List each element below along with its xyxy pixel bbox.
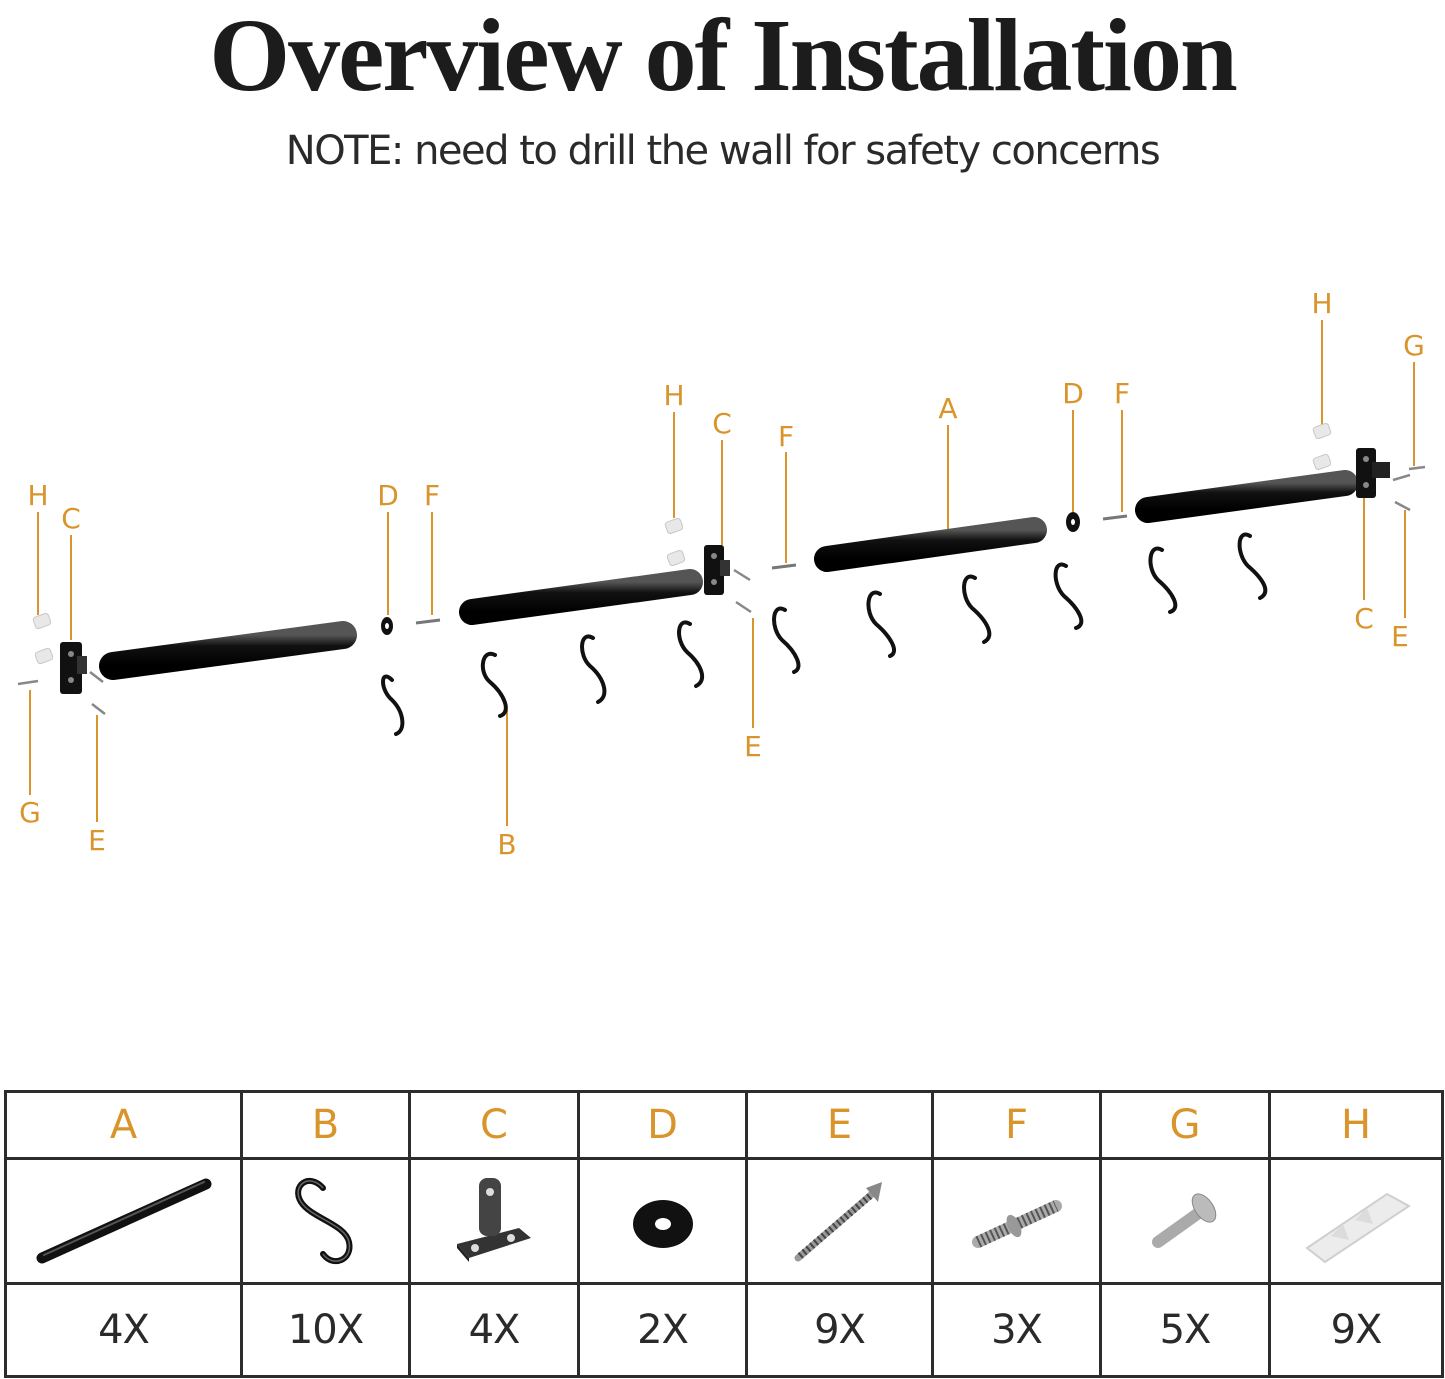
callout-h-1: H xyxy=(27,479,48,512)
part-qty-c: 4X xyxy=(408,1282,580,1378)
part-image-d xyxy=(577,1157,748,1285)
exploded-assembly-diagram: H C G E D F B H C F E A D F H G C E xyxy=(17,287,1426,861)
callout-labels: H C G E D F B H C F E A D F H G C E xyxy=(19,287,1425,861)
bracket-middle xyxy=(704,545,730,595)
part-qty-a: 4X xyxy=(4,1282,243,1378)
wall-anchors xyxy=(32,422,1332,665)
s-hooks xyxy=(381,532,1268,736)
part-qty-b: 10X xyxy=(240,1282,411,1378)
callout-d-1: D xyxy=(377,479,399,512)
callout-c-2: C xyxy=(712,407,732,440)
callout-g-1: G xyxy=(19,796,41,829)
callout-f-2: F xyxy=(778,420,794,453)
callout-f-1: F xyxy=(424,479,440,512)
washer-2 xyxy=(1066,512,1080,532)
part-qty-g: 5X xyxy=(1099,1282,1271,1378)
part-letter-a: A xyxy=(4,1090,243,1160)
part-letter-d: D xyxy=(577,1090,748,1160)
rod-3 xyxy=(814,517,1047,572)
part-qty-e: 9X xyxy=(745,1282,934,1378)
rod-2 xyxy=(459,569,703,625)
part-letter-g: G xyxy=(1099,1090,1271,1160)
callout-g-2: G xyxy=(1403,329,1425,362)
small-screws xyxy=(17,465,1426,715)
callout-e-2: E xyxy=(744,730,762,763)
part-letter-c: C xyxy=(408,1090,580,1160)
rod-1 xyxy=(99,621,357,680)
part-image-e xyxy=(745,1157,934,1285)
callout-f-3: F xyxy=(1114,377,1130,410)
callout-c-1: C xyxy=(61,502,81,535)
parts-quantity-row: 4X 10X 4X 2X 9X 3X 5X 9X xyxy=(4,1282,1444,1378)
wall-anchor-icon xyxy=(1305,1192,1411,1264)
s-hook-icon xyxy=(294,1178,352,1265)
bracket-left xyxy=(60,642,87,694)
part-image-a xyxy=(4,1157,243,1285)
rod-icon xyxy=(36,1178,211,1264)
double-end-screw-icon xyxy=(971,1200,1062,1248)
double-end-screws xyxy=(415,514,1128,625)
part-image-g xyxy=(1099,1157,1271,1285)
callout-h-3: H xyxy=(1311,287,1332,320)
parts-letter-row: A B C D E F G H xyxy=(4,1090,1444,1160)
callout-d-2: D xyxy=(1062,377,1084,410)
washer-1 xyxy=(381,617,393,635)
rod-4 xyxy=(1135,470,1358,523)
part-letter-e: E xyxy=(745,1090,934,1160)
flat-screw-icon xyxy=(1152,1193,1217,1248)
callout-a: A xyxy=(938,392,957,425)
bracket-icon xyxy=(457,1178,531,1262)
part-letter-b: B xyxy=(240,1090,411,1160)
callout-c-3: C xyxy=(1354,602,1374,635)
callout-e-1: E xyxy=(88,824,106,857)
callout-h-2: H xyxy=(663,379,684,412)
part-letter-f: F xyxy=(931,1090,1102,1160)
part-image-b xyxy=(240,1157,411,1285)
part-qty-d: 2X xyxy=(577,1282,748,1378)
callout-e-3: E xyxy=(1391,620,1409,653)
part-qty-f: 3X xyxy=(931,1282,1102,1378)
part-qty-h: 9X xyxy=(1268,1282,1444,1378)
parts-image-row xyxy=(4,1157,1444,1285)
part-image-h xyxy=(1268,1157,1444,1285)
parts-list-table: A B C D E F G H xyxy=(4,1090,1444,1378)
safety-note: NOTE: need to drill the wall for safety … xyxy=(285,128,1161,174)
washer-icon xyxy=(632,1200,693,1248)
bracket-right xyxy=(1356,448,1390,498)
callout-b: B xyxy=(497,828,516,861)
page-title: Overview of Installation xyxy=(209,0,1238,113)
part-letter-h: H xyxy=(1268,1090,1444,1160)
part-image-f xyxy=(931,1157,1102,1285)
leader-lines xyxy=(29,320,1415,826)
wood-screw-icon xyxy=(794,1182,882,1262)
part-image-c xyxy=(408,1157,580,1285)
